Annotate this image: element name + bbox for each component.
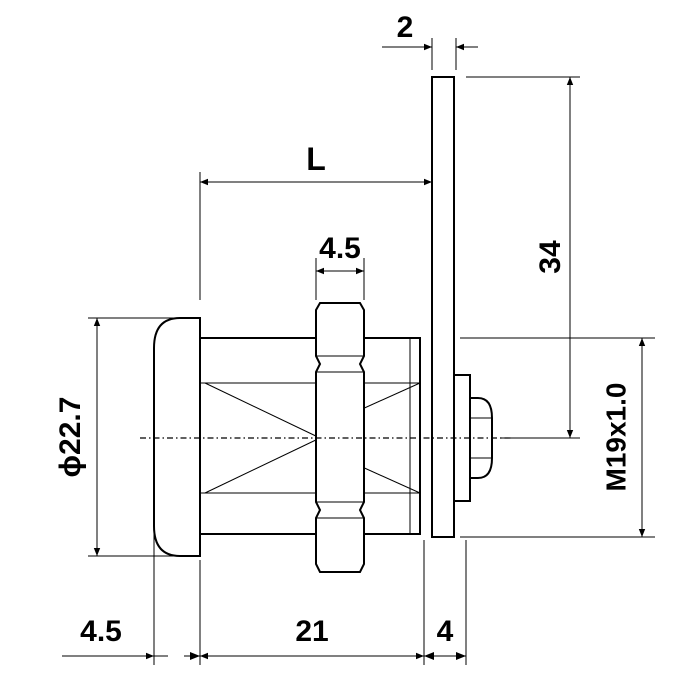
cam-flag [431,76,455,538]
dim-body-length: 21 [295,615,328,648]
barrel [197,337,421,535]
dimension-lines [62,38,655,665]
lock-body [153,76,493,573]
dim-flag-thickness: 2 [397,11,414,44]
hex-nut [315,302,365,573]
dim-flag-height: 34 [534,240,567,274]
lock-head [153,317,201,557]
dim-length: L [306,141,326,177]
dim-tail-length: 4 [437,615,454,648]
dim-thread: M19x1.0 [600,383,631,492]
dim-nut-thickness: 4.5 [319,232,361,265]
dim-head-diameter: ϕ22.7 [54,397,87,478]
dim-head-depth: 4.5 [80,615,122,648]
